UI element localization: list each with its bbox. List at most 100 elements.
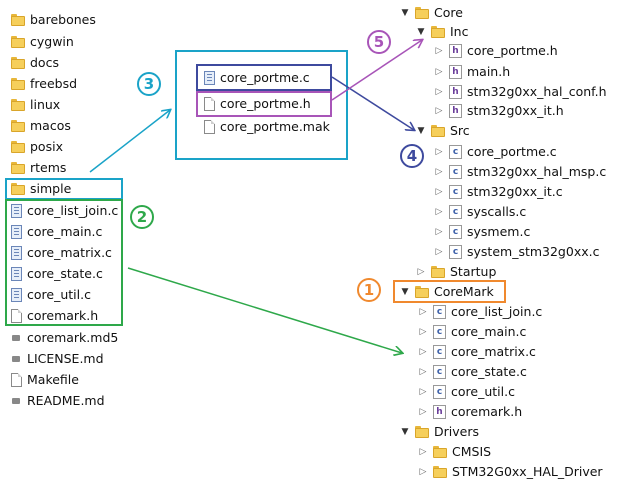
simple-highlight-box bbox=[5, 178, 123, 200]
folder-item[interactable]: docs bbox=[11, 53, 59, 73]
c-file-item[interactable]: core_list_join.c bbox=[11, 201, 118, 221]
file-icon bbox=[204, 120, 215, 134]
tree-folder-coremark[interactable]: CoreMark bbox=[415, 282, 494, 302]
folder-item[interactable]: posix bbox=[11, 137, 63, 157]
file-item[interactable]: Makefile bbox=[11, 370, 79, 390]
chevron-right-icon[interactable]: ▷ bbox=[419, 347, 427, 357]
source-file-icon: c bbox=[433, 305, 446, 319]
chevron-down-icon[interactable]: ▼ bbox=[417, 27, 425, 37]
tree-folder-src[interactable]: Src bbox=[431, 121, 470, 141]
popup-file-item[interactable]: core_portme.c bbox=[204, 68, 310, 88]
file-icon bbox=[11, 373, 22, 387]
chevron-right-icon[interactable]: ▷ bbox=[419, 447, 427, 457]
badge-1: 1 bbox=[357, 278, 381, 302]
tree-folder-core[interactable]: Core bbox=[415, 3, 463, 23]
chevron-right-icon[interactable]: ▷ bbox=[419, 387, 427, 397]
c-file-item[interactable]: core_util.c bbox=[11, 285, 91, 305]
source-file-icon: c bbox=[449, 185, 462, 199]
folder-item[interactable]: rtems bbox=[11, 158, 66, 178]
folder-item[interactable]: cygwin bbox=[11, 32, 74, 52]
folder-item[interactable]: linux bbox=[11, 95, 60, 115]
chevron-right-icon[interactable]: ▷ bbox=[435, 167, 443, 177]
chevron-down-icon[interactable]: ▼ bbox=[401, 8, 409, 18]
chevron-right-icon[interactable]: ▷ bbox=[435, 67, 443, 77]
c-file-icon bbox=[11, 246, 22, 260]
folder-icon bbox=[415, 7, 429, 19]
folder-icon bbox=[431, 26, 445, 38]
c-file-item[interactable]: core_matrix.c bbox=[11, 243, 112, 263]
chevron-right-icon[interactable]: ▷ bbox=[435, 187, 443, 197]
folder-icon bbox=[431, 125, 445, 137]
chevron-right-icon[interactable]: ▷ bbox=[419, 467, 427, 477]
header-file-icon: h bbox=[449, 44, 462, 58]
file-item[interactable]: LICENSE.md bbox=[11, 349, 104, 369]
chevron-right-icon[interactable]: ▷ bbox=[435, 227, 443, 237]
chevron-right-icon[interactable]: ▷ bbox=[435, 207, 443, 217]
tree-folder-drivers[interactable]: Drivers bbox=[415, 422, 479, 442]
h-file-item[interactable]: coremark.h bbox=[11, 306, 98, 326]
chevron-right-icon[interactable]: ▷ bbox=[419, 327, 427, 337]
sources-highlight-box bbox=[5, 199, 123, 326]
folder-item-simple[interactable]: simple bbox=[11, 179, 71, 199]
chevron-right-icon[interactable]: ▷ bbox=[435, 106, 443, 116]
chevron-right-icon[interactable]: ▷ bbox=[435, 87, 443, 97]
folder-icon bbox=[11, 162, 25, 174]
file-item[interactable]: README.md bbox=[11, 391, 105, 411]
source-file-icon: c bbox=[449, 205, 462, 219]
coremark-highlight-box bbox=[393, 280, 506, 303]
c-file-icon bbox=[11, 288, 22, 302]
tree-folder-cmsis[interactable]: CMSIS bbox=[433, 442, 491, 462]
folder-item[interactable]: barebones bbox=[11, 10, 96, 30]
chevron-down-icon[interactable]: ▼ bbox=[401, 427, 409, 437]
folder-item[interactable]: macos bbox=[11, 116, 71, 136]
tree-folder-hal-driver[interactable]: STM32G0xx_HAL_Driver bbox=[433, 462, 603, 482]
folder-icon bbox=[433, 466, 447, 478]
chevron-right-icon[interactable]: ▷ bbox=[435, 46, 443, 56]
md-file-icon bbox=[11, 394, 22, 408]
folder-icon bbox=[11, 14, 25, 26]
chevron-right-icon[interactable]: ▷ bbox=[417, 267, 425, 277]
chevron-right-icon[interactable]: ▷ bbox=[419, 367, 427, 377]
popup-file-item[interactable]: core_portme.h bbox=[204, 94, 311, 114]
chevron-down-icon[interactable]: ▼ bbox=[417, 126, 425, 136]
popup-file-item[interactable]: core_portme.mak bbox=[204, 117, 330, 137]
chevron-right-icon[interactable]: ▷ bbox=[419, 407, 427, 417]
badge-3: 3 bbox=[137, 72, 161, 96]
portme-h-box bbox=[196, 91, 332, 117]
c-file-icon bbox=[11, 267, 22, 281]
c-file-item[interactable]: core_main.c bbox=[11, 222, 102, 242]
c-file-item[interactable]: core_state.c bbox=[11, 264, 103, 284]
tree-folder-inc[interactable]: Inc bbox=[431, 22, 468, 42]
folder-item[interactable]: freebsd bbox=[11, 74, 77, 94]
chevron-right-icon[interactable]: ▷ bbox=[435, 247, 443, 257]
chevron-right-icon[interactable]: ▷ bbox=[419, 307, 427, 317]
folder-icon bbox=[415, 286, 429, 298]
folder-icon bbox=[11, 99, 25, 111]
portme-c-box bbox=[196, 64, 332, 91]
folder-icon bbox=[11, 78, 25, 90]
chevron-down-icon[interactable]: ▼ bbox=[401, 287, 409, 297]
badge-5: 5 bbox=[367, 30, 391, 54]
folder-icon bbox=[11, 57, 25, 69]
file-item[interactable]: coremark.md5 bbox=[11, 328, 118, 348]
file-icon bbox=[11, 309, 22, 323]
chevron-right-icon[interactable]: ▷ bbox=[435, 147, 443, 157]
badge-2: 2 bbox=[130, 205, 154, 229]
tree-folder-startup[interactable]: Startup bbox=[431, 262, 496, 282]
